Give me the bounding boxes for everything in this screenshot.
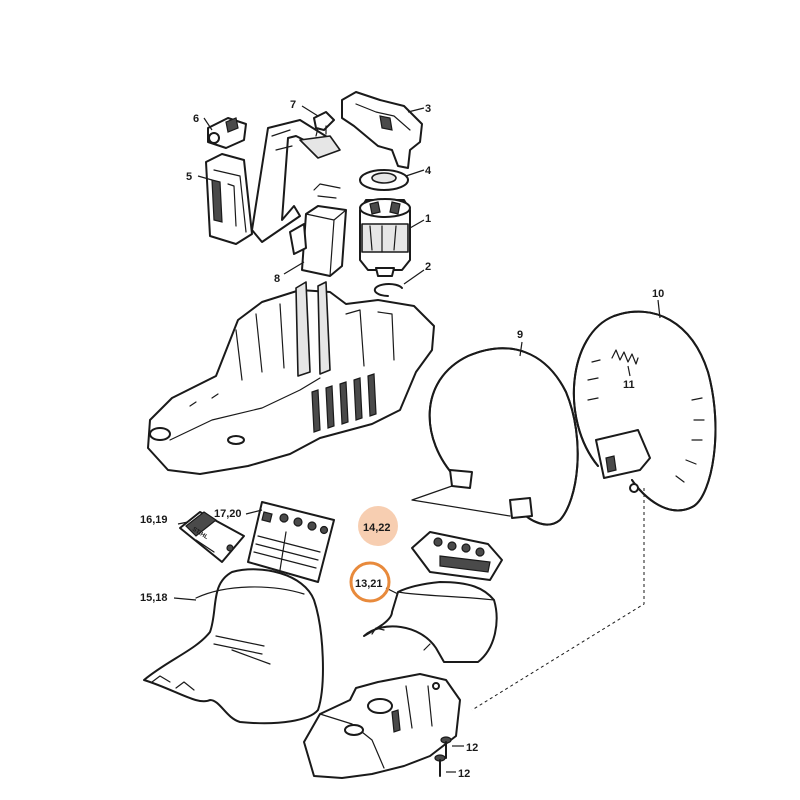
part-1-motor xyxy=(359,198,425,277)
assembly-line xyxy=(471,488,645,711)
rear-housing-bottom xyxy=(303,673,461,779)
label-part-12-top[interactable]: 12 xyxy=(466,742,478,754)
highlight-marker-14-22[interactable] xyxy=(358,506,398,546)
part-12-screw-bottom xyxy=(434,754,456,777)
label-part-10[interactable]: 10 xyxy=(652,288,664,300)
label-part-3[interactable]: 3 xyxy=(425,103,431,115)
label-part-2[interactable]: 2 xyxy=(425,261,431,273)
label-part-12-bottom[interactable]: 12 xyxy=(458,768,470,780)
part-12-screw-top xyxy=(440,736,464,759)
part-9-front-handle xyxy=(411,341,579,526)
label-part-14-22[interactable]: 14,22 xyxy=(363,522,391,534)
part-3-motor-cover xyxy=(341,91,425,169)
part-16-19-stihl-decal: STIHL xyxy=(177,511,245,563)
label-part-11[interactable]: 11 xyxy=(623,379,635,391)
label-part-17-20[interactable]: 17,20 xyxy=(214,508,242,520)
motor-housing xyxy=(147,281,435,475)
part-5-switch-housing xyxy=(197,153,253,245)
part-17-20-warning-decal xyxy=(245,501,335,583)
part-14-22-handle-decal xyxy=(411,531,503,581)
label-part-8[interactable]: 8 xyxy=(274,273,280,285)
highlight-ring-13-21[interactable] xyxy=(349,561,391,603)
part-4-fan xyxy=(359,169,425,191)
part-11-spring xyxy=(611,349,639,377)
part-10-handle-frame xyxy=(572,299,717,512)
part-13-21-small-cover xyxy=(363,581,498,663)
contact-bracket xyxy=(251,119,341,243)
label-part-6[interactable]: 6 xyxy=(193,113,199,125)
part-7-connector xyxy=(301,105,335,137)
part-15-18-large-cover xyxy=(143,568,324,725)
label-part-1[interactable]: 1 xyxy=(425,213,431,225)
label-part-4[interactable]: 4 xyxy=(425,165,432,177)
part-6-switch xyxy=(203,117,247,149)
label-part-7[interactable]: 7 xyxy=(290,99,296,111)
part-2-circlip xyxy=(373,269,425,297)
label-part-16-19[interactable]: 16,19 xyxy=(140,514,168,526)
label-part-13-21[interactable]: 13,21 xyxy=(355,578,383,590)
label-part-5[interactable]: 5 xyxy=(186,171,192,183)
part-8-electronics xyxy=(283,183,347,277)
label-part-15-18[interactable]: 15,18 xyxy=(140,592,168,604)
label-part-9[interactable]: 9 xyxy=(517,329,523,341)
